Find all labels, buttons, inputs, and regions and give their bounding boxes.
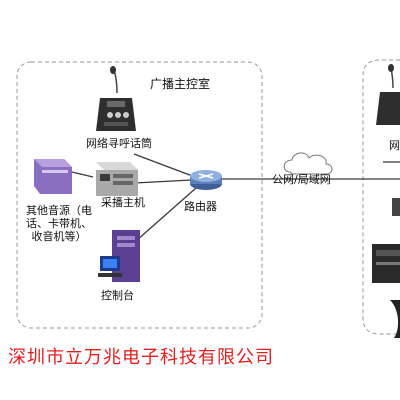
remote-device-icon bbox=[392, 198, 400, 216]
link-mic-router bbox=[133, 153, 196, 178]
remote-microphone-icon bbox=[376, 64, 400, 125]
paging-mic-label: 网络寻呼话筒 bbox=[86, 137, 152, 150]
host-label: 采播主机 bbox=[101, 196, 145, 209]
control-room-frame bbox=[16, 61, 263, 329]
company-footer: 深圳市立万兆电子科技有限公司 bbox=[8, 347, 274, 368]
console-label: 控制台 bbox=[101, 289, 134, 302]
cloud-icon bbox=[283, 152, 333, 175]
remote-speaker-icon bbox=[390, 300, 400, 338]
remote-amplifier-icon bbox=[372, 244, 400, 283]
paging-microphone-icon bbox=[96, 66, 136, 131]
router-icon bbox=[190, 170, 222, 190]
remote-partial-label: 网 bbox=[389, 139, 400, 152]
router-label: 路由器 bbox=[184, 200, 217, 213]
room-title: 广播主控室 bbox=[150, 77, 211, 91]
audio-source-device-icon bbox=[34, 159, 72, 194]
console-computer-icon bbox=[98, 230, 140, 282]
link-source-host bbox=[71, 171, 94, 178]
remote-room-frame bbox=[362, 59, 400, 335]
other-sources-label: 其他音源（电话、卡带机、收音机等） bbox=[26, 204, 92, 243]
network-label: 公网/局域网 bbox=[272, 173, 331, 186]
host-unit-icon bbox=[96, 162, 138, 196]
link-host-router bbox=[134, 179, 192, 184]
